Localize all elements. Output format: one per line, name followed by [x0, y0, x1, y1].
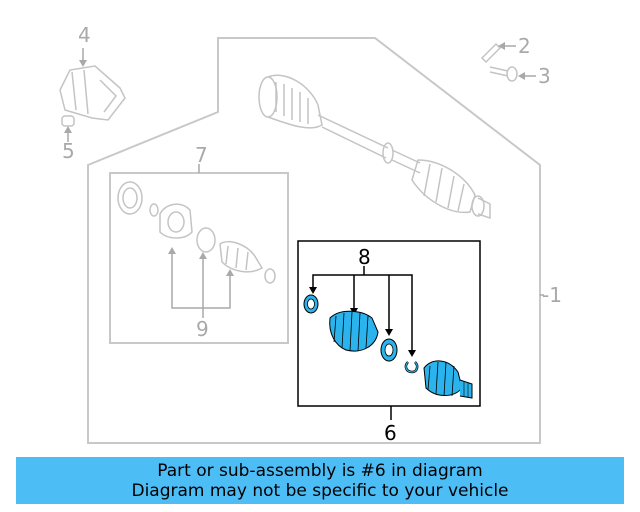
assembly-outline-1	[87, 37, 541, 444]
banner-line-1: Part or sub-assembly is #6 in diagram	[157, 460, 483, 481]
callout-2-arrow	[498, 42, 505, 50]
callout-9-arrow-c	[226, 269, 234, 276]
callout-5-arrow	[64, 126, 72, 133]
callout-8-arrow-a	[309, 287, 317, 294]
bolt-drawing	[480, 42, 518, 82]
parts-diagram: -1 2 3 4 5 7 9 8 6	[59, 23, 562, 445]
callout-6: 6	[384, 421, 397, 445]
axle-shaft-drawing	[258, 74, 491, 220]
callout-5: 5	[62, 139, 75, 163]
callout-3-arrow	[518, 72, 525, 80]
callout-3: 3	[538, 64, 551, 88]
callout-9: 9	[196, 317, 209, 341]
callout-8-arrow-c	[385, 329, 393, 336]
callout-4: 4	[78, 23, 91, 47]
sub-assembly-6-box	[297, 240, 481, 407]
callout-7: 7	[195, 143, 208, 167]
cv-joint-outer	[423, 360, 473, 399]
callout-8-arrow-d	[408, 350, 416, 357]
callout-1: -1	[542, 283, 562, 307]
snap-ring	[404, 361, 419, 374]
banner-line-2: Diagram may not be specific to your vehi…	[131, 480, 509, 501]
callout-8-leaders	[312, 266, 413, 352]
callout-4-arrow	[79, 60, 87, 67]
bracket-drawing	[59, 65, 126, 127]
sub-assembly-7-parts	[117, 181, 276, 284]
callout-8: 8	[358, 245, 371, 269]
info-banner: Part or sub-assembly is #6 in diagram Di…	[16, 457, 624, 504]
boot	[329, 310, 379, 352]
boot-clamp-small	[303, 294, 319, 314]
callout-9-arrow-b	[199, 252, 207, 259]
callout-9-arrow-a	[168, 247, 176, 254]
callout-9-leaders	[171, 250, 231, 318]
boot-clamp-large	[380, 338, 398, 362]
callout-2: 2	[518, 34, 531, 58]
